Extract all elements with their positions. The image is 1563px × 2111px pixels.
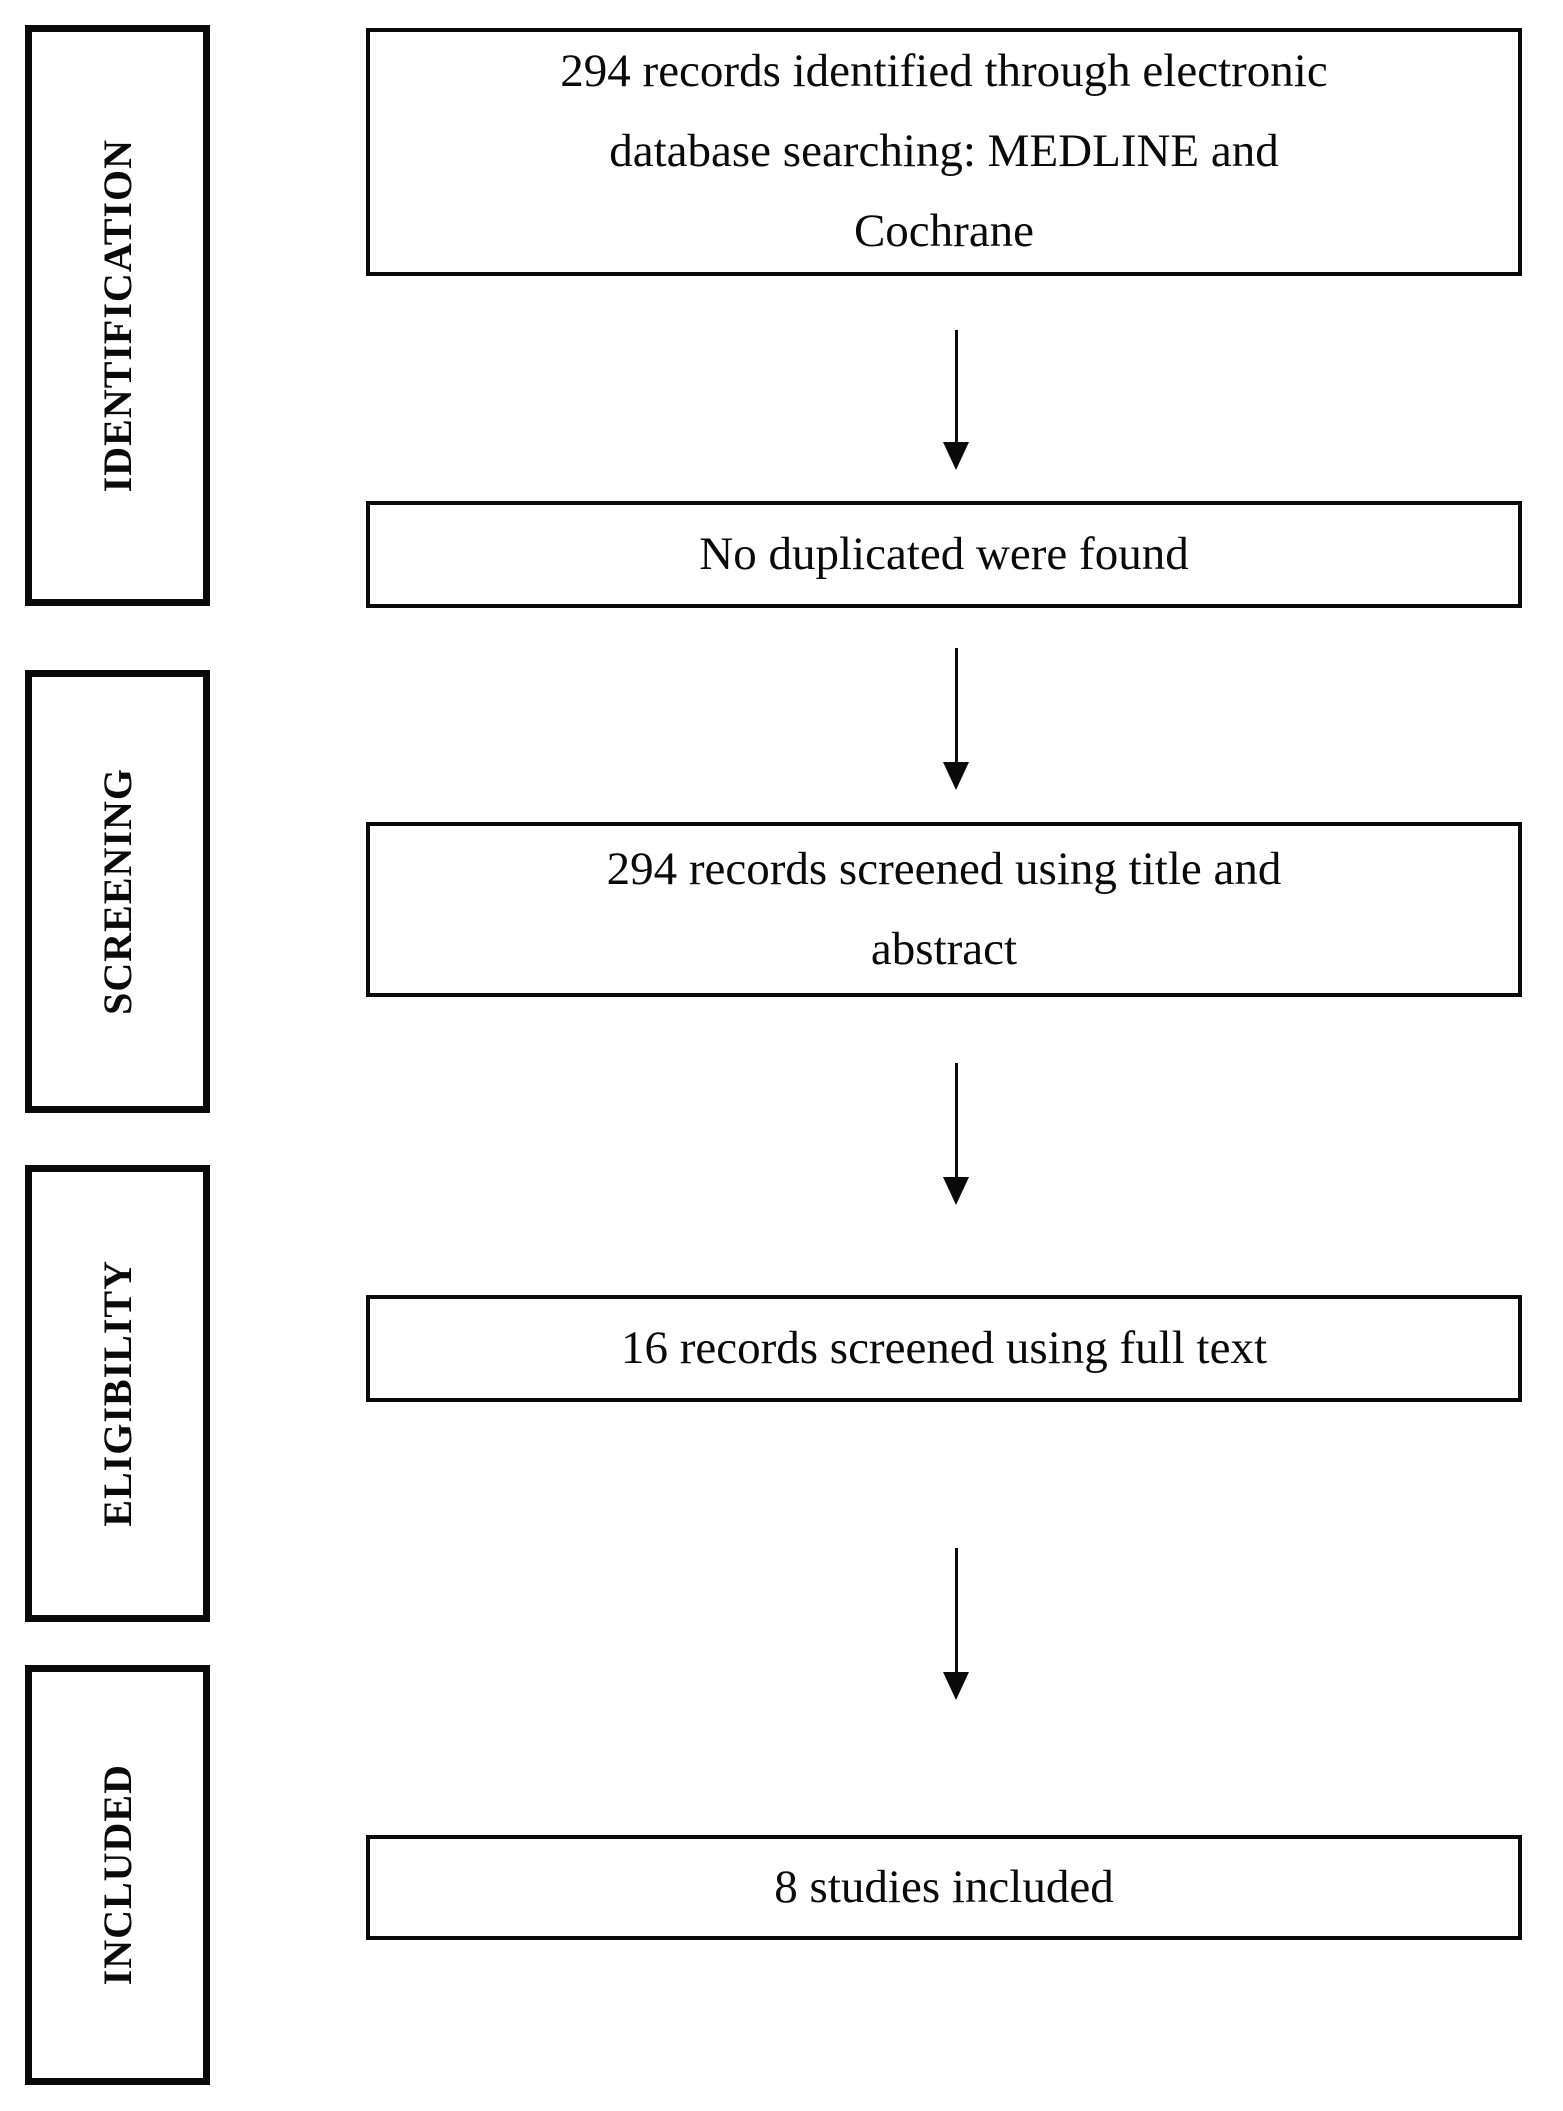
stage-label-screening: SCREENING [95, 768, 140, 1015]
down-arrow-icon-1 [941, 330, 971, 470]
flow-box-fulltext-screened: 16 records screened using full text [366, 1295, 1522, 1402]
flow-box-no-duplicates: No duplicated were found [366, 501, 1522, 608]
flow-box-studies-included: 8 studies included [366, 1835, 1522, 1940]
flow-box-records-screened-text: 294 records screened using title and abs… [606, 842, 1282, 975]
down-arrow-icon-3 [941, 1063, 971, 1205]
stage-label-identification: IDENTIFICATION [95, 138, 140, 493]
stage-label-eligibility: ELIGIBILITY [95, 1260, 140, 1527]
flow-box-records-identified: 294 records identified through electroni… [366, 28, 1522, 276]
stage-box-identification: IDENTIFICATION [25, 25, 210, 606]
arrow-shaft [954, 1063, 958, 1178]
stage-box-screening: SCREENING [25, 670, 210, 1113]
arrow-shaft [954, 648, 958, 763]
arrow-shaft [954, 1548, 958, 1673]
arrow-head-icon [943, 762, 969, 790]
stage-box-included: INCLUDED [25, 1665, 210, 2085]
flow-box-records-screened: 294 records screened using title and abs… [366, 822, 1522, 997]
down-arrow-icon-4 [941, 1548, 971, 1700]
arrow-shaft [954, 330, 958, 443]
flow-box-no-duplicates-text: No duplicated were found [699, 527, 1189, 580]
arrow-head-icon [943, 1672, 969, 1700]
flow-box-fulltext-screened-text: 16 records screened using full text [620, 1321, 1268, 1374]
down-arrow-icon-2 [941, 648, 971, 790]
stage-label-included: INCLUDED [95, 1764, 140, 1986]
flow-box-records-identified-text: 294 records identified through electroni… [560, 45, 1328, 257]
arrow-head-icon [943, 1177, 969, 1205]
flow-box-studies-included-text: 8 studies included [774, 1860, 1114, 1913]
stage-box-eligibility: ELIGIBILITY [25, 1165, 210, 1622]
arrow-head-icon [943, 442, 969, 470]
